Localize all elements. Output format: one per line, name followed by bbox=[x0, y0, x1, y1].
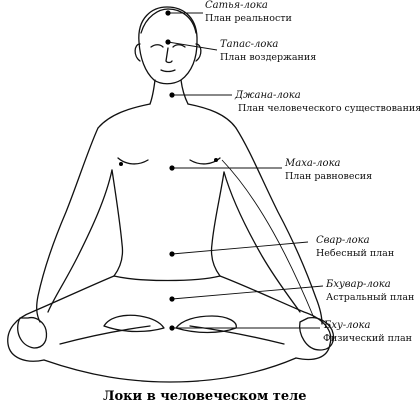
seated-figure bbox=[7, 6, 335, 383]
chakra-points bbox=[165, 10, 175, 331]
loka-plane: Астральный план bbox=[326, 292, 414, 303]
left-hand bbox=[17, 316, 48, 349]
mouth bbox=[160, 69, 176, 73]
point-tapas bbox=[165, 39, 171, 45]
loka-plane: План равновесия bbox=[285, 171, 372, 182]
leg-bottom bbox=[43, 357, 297, 383]
neck-right bbox=[180, 79, 189, 105]
loka-label-bhuvar: Бхувар-лока Астральный план bbox=[325, 279, 414, 303]
head-outline bbox=[138, 6, 198, 85]
leader-bhu-hand bbox=[221, 159, 315, 319]
neck-left bbox=[149, 79, 156, 105]
left-foot bbox=[103, 314, 165, 333]
right-arm-outer bbox=[235, 127, 323, 325]
loka-title: Бхувар-лока bbox=[325, 279, 391, 290]
left-nipple bbox=[119, 162, 123, 166]
inner-calf-left bbox=[59, 325, 151, 345]
hair-outline bbox=[140, 8, 197, 34]
point-svar bbox=[169, 251, 175, 257]
loka-title: Тапас-лока bbox=[220, 39, 278, 50]
left-arm-outer bbox=[36, 127, 99, 323]
waistline bbox=[113, 275, 221, 282]
right-arm-inner bbox=[223, 171, 301, 313]
loka-label-svar: Свар-лока Небесный план bbox=[316, 235, 394, 259]
left-ear bbox=[134, 43, 141, 62]
loka-label-bhu: Бху-лока Физический план bbox=[323, 320, 412, 344]
right-thigh-top bbox=[219, 275, 332, 361]
inner-calf-right bbox=[189, 325, 285, 345]
figure-caption: Локи в человеческом теле bbox=[103, 389, 307, 404]
left-eye bbox=[150, 44, 164, 48]
loka-title: Джана-лока bbox=[234, 90, 301, 101]
point-jana bbox=[169, 92, 175, 98]
loka-title: Бху-лока bbox=[323, 320, 371, 331]
right-ear bbox=[195, 43, 202, 62]
loka-title: Свар-лока bbox=[316, 235, 370, 246]
left-shoulder bbox=[97, 103, 151, 129]
loka-title: Маха-лока bbox=[284, 158, 341, 169]
leader-svar bbox=[171, 241, 309, 255]
left-thigh-top bbox=[7, 275, 115, 362]
point-satya bbox=[165, 10, 171, 16]
loka-plane: План воздержания bbox=[220, 52, 316, 63]
right-eye bbox=[172, 44, 186, 48]
right-shoulder bbox=[187, 103, 237, 129]
point-maha bbox=[169, 165, 175, 171]
loka-title: Сатья-лока bbox=[205, 0, 268, 11]
loka-plane: Физический план bbox=[323, 333, 412, 344]
torso-left bbox=[111, 169, 124, 277]
right-nipple bbox=[214, 158, 218, 162]
leader-tapas bbox=[167, 41, 218, 51]
nose bbox=[165, 47, 173, 64]
chest-left bbox=[117, 157, 149, 165]
leader-bhuvar bbox=[171, 285, 324, 300]
right-foot bbox=[175, 315, 237, 334]
right-hand bbox=[299, 316, 335, 351]
loka-label-satya: Сатья-лока План реальности bbox=[205, 0, 292, 24]
loka-plane: Небесный план bbox=[316, 248, 394, 259]
loka-label-jana: Джана-лока План человеческого существова… bbox=[234, 90, 420, 114]
loka-plane: План человеческого существования bbox=[238, 103, 420, 114]
point-bhuvar bbox=[169, 296, 175, 302]
torso-right bbox=[210, 171, 225, 277]
left-arm-inner bbox=[47, 169, 113, 313]
loka-label-tapas: Тапас-лока План воздержания bbox=[220, 39, 316, 63]
leader-lines bbox=[167, 12, 324, 329]
loka-label-maha: Маха-лока План равновесия bbox=[284, 158, 372, 182]
loka-plane: План реальности bbox=[205, 13, 292, 24]
point-bhu bbox=[169, 325, 175, 331]
